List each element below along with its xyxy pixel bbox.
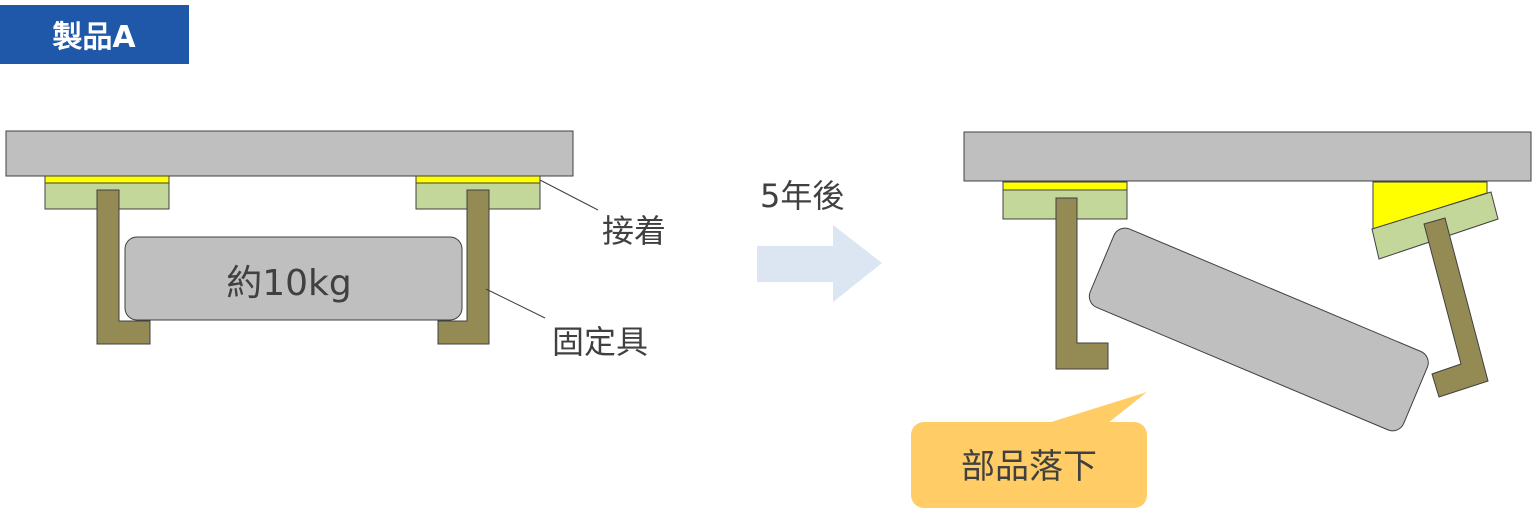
title-badge: 製品A [0,5,189,64]
weight-label: 約10kg [226,263,352,304]
adhesive-left [1002,181,1128,191]
after-diagram [963,131,1532,432]
component-box-falling [1088,227,1429,432]
fixture-right-tilted [1423,217,1489,398]
callout-label: 部品落下 [961,447,1097,487]
adhesive-left [44,175,170,184]
fixture-left [96,189,151,345]
component-box [124,236,463,321]
before-diagram [5,130,599,345]
right-arrow-icon [757,225,882,302]
fixture-label: 固定具 [552,323,648,361]
ceiling [5,130,574,177]
fixture-right [437,189,490,345]
adhesive-leader-line [539,179,599,211]
callout: 部品落下 [911,392,1147,508]
transition-label: 5年後 [760,177,844,215]
adhesive-right [415,175,541,184]
title-badge-label: 製品A [52,20,136,55]
fixture-left [1055,197,1109,370]
adhesive-label: 接着 [602,212,666,250]
ceiling [963,131,1532,182]
fixture-leader-line [485,288,546,319]
